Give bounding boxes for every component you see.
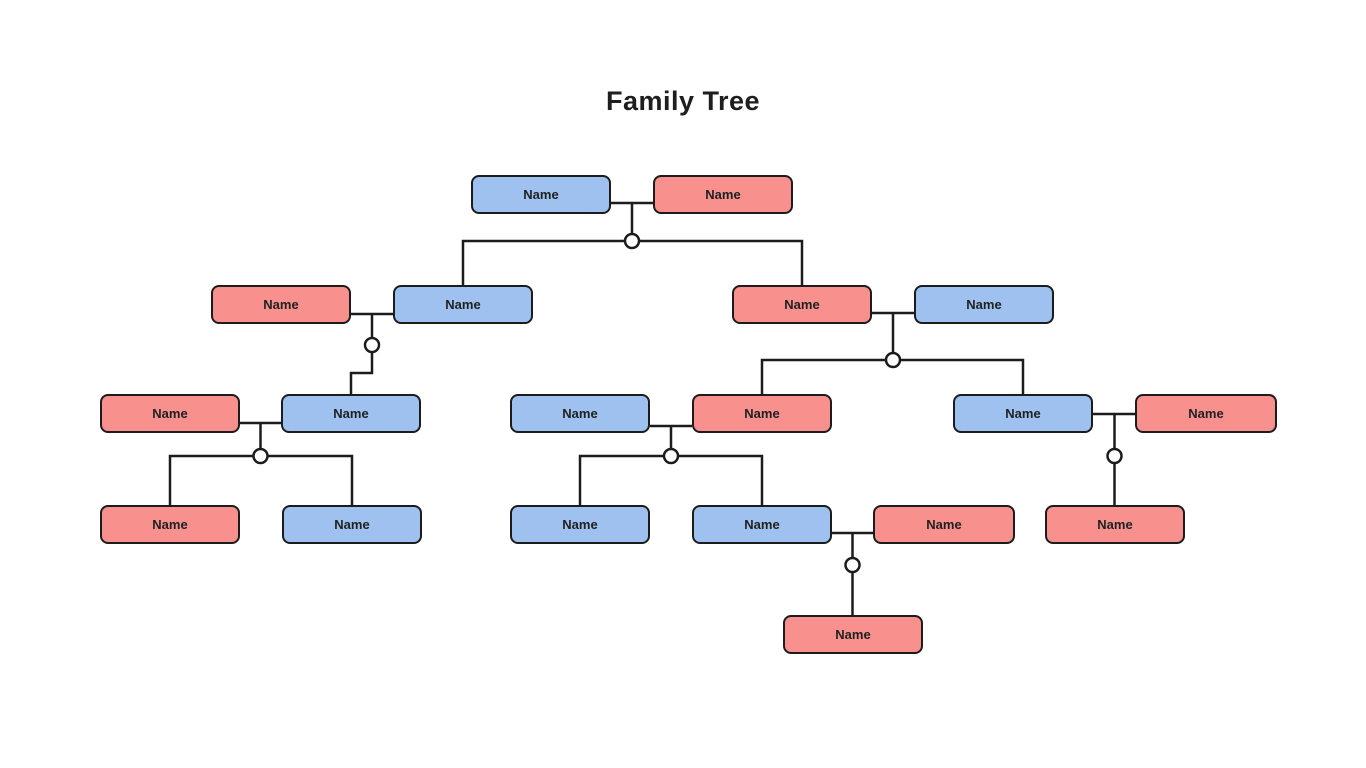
- family-member-name: Name: [152, 517, 188, 532]
- family-member-box[interactable]: Name: [282, 505, 422, 544]
- family-member-name: Name: [562, 406, 598, 421]
- family-member-name: Name: [744, 406, 780, 421]
- family-member-box[interactable]: Name: [471, 175, 611, 214]
- union-junction-circle: [252, 447, 269, 465]
- union-connector-5: [578, 424, 764, 505]
- family-member-name: Name: [152, 406, 188, 421]
- union-connector-4: [168, 421, 354, 505]
- family-member-box[interactable]: Name: [653, 175, 793, 214]
- family-member-name: Name: [1188, 406, 1224, 421]
- family-member-name: Name: [835, 627, 871, 642]
- union-connector-2: [349, 312, 393, 394]
- family-member-box[interactable]: Name: [914, 285, 1054, 324]
- family-member-box[interactable]: Name: [100, 394, 240, 433]
- family-member-name: Name: [523, 187, 559, 202]
- family-member-name: Name: [926, 517, 962, 532]
- union-connector-1: [461, 201, 804, 285]
- family-member-box[interactable]: Name: [510, 505, 650, 544]
- family-member-box[interactable]: Name: [783, 615, 923, 654]
- union-junction-circle: [844, 556, 861, 574]
- family-member-box[interactable]: Name: [393, 285, 533, 324]
- page-title: Family Tree: [605, 86, 761, 116]
- family-member-box[interactable]: Name: [953, 394, 1093, 433]
- union-junction-circle: [662, 447, 680, 465]
- family-member-name: Name: [334, 517, 370, 532]
- union-junction-circle: [363, 336, 381, 354]
- union-connector-7: [832, 531, 873, 615]
- family-member-name: Name: [333, 406, 369, 421]
- family-member-name: Name: [263, 297, 299, 312]
- family-member-box[interactable]: Name: [692, 505, 832, 544]
- family-member-name: Name: [1005, 406, 1041, 421]
- family-member-name: Name: [445, 297, 481, 312]
- family-member-box[interactable]: Name: [1045, 505, 1185, 544]
- union-junction-circle: [884, 351, 902, 369]
- family-member-box[interactable]: Name: [1135, 394, 1277, 433]
- union-junction-circle: [623, 232, 641, 250]
- family-member-name: Name: [562, 517, 598, 532]
- family-member-name: Name: [966, 297, 1002, 312]
- family-member-name: Name: [784, 297, 820, 312]
- union-connector-6: [1093, 412, 1135, 505]
- family-member-name: Name: [1097, 517, 1133, 532]
- family-member-name: Name: [705, 187, 741, 202]
- family-member-box[interactable]: Name: [510, 394, 650, 433]
- family-member-box[interactable]: Name: [211, 285, 351, 324]
- family-member-box[interactable]: Name: [692, 394, 832, 433]
- family-member-box[interactable]: Name: [281, 394, 421, 433]
- family-member-box[interactable]: Name: [732, 285, 872, 324]
- family-member-box[interactable]: Name: [100, 505, 240, 544]
- union-junction-circle: [1106, 447, 1123, 465]
- family-member-box[interactable]: Name: [873, 505, 1015, 544]
- union-connector-3: [760, 311, 1025, 394]
- family-member-name: Name: [744, 517, 780, 532]
